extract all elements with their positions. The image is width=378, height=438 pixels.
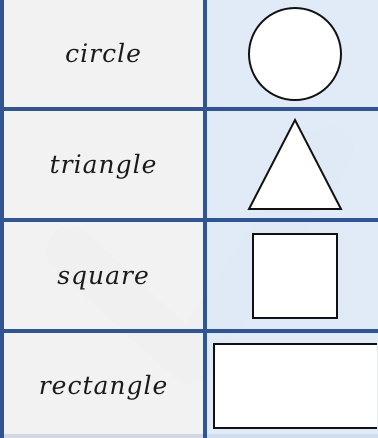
shape-word: triangle — [49, 150, 158, 179]
shape-cell — [207, 222, 378, 333]
square-icon — [251, 232, 338, 319]
shape-word: circle — [65, 39, 142, 68]
word-cell: triangle — [4, 111, 207, 222]
shape-word: square — [57, 261, 150, 290]
circle-icon — [247, 6, 342, 101]
shape-cell — [207, 111, 378, 222]
shape-word: rectangle — [38, 371, 169, 400]
word-cell: rectangle — [4, 333, 207, 438]
rectangle-icon — [213, 342, 377, 429]
word-cell: square — [4, 222, 207, 333]
shape-cell — [207, 333, 378, 438]
shape-cell — [207, 0, 378, 111]
word-cell: circle — [4, 0, 207, 111]
triangle-icon — [246, 117, 343, 210]
